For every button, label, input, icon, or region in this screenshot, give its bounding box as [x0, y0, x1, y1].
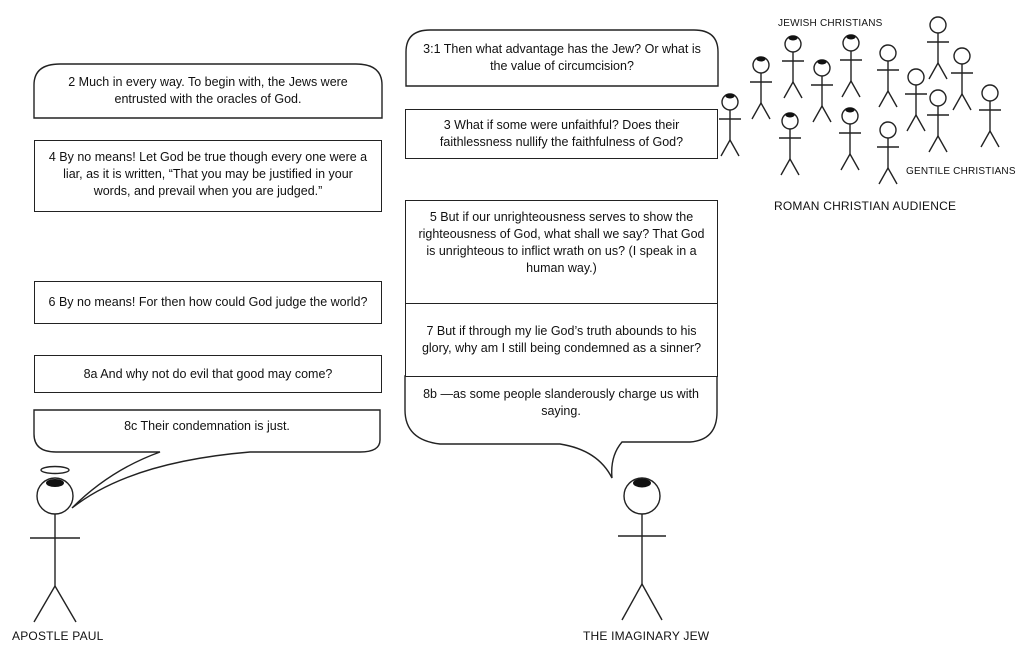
- audience-head: [907, 68, 925, 86]
- paul-line-2: 2 Much in every way. To begin with, the …: [68, 75, 348, 106]
- jew-line-7: 7 But if through my lie God’s truth abou…: [405, 303, 718, 377]
- audience-label: ROMAN CHRISTIAN AUDIENCE: [774, 199, 957, 213]
- jewish-christian-figure: [840, 34, 862, 98]
- paul-speech-tail: [33, 409, 381, 509]
- kippah-icon: [846, 34, 856, 40]
- jew-line-5: 5 But if our unrighteousness serves to s…: [405, 200, 718, 304]
- apostle-paul-label: APOSTLE PAUL: [12, 629, 104, 643]
- jewish-christian-figure: [782, 35, 804, 99]
- audience-head: [929, 89, 947, 107]
- jew-kippah-icon: [633, 478, 651, 488]
- kippah-icon: [725, 93, 735, 99]
- jewish-christian-figure: [750, 56, 772, 120]
- audience-figures: [719, 16, 1001, 185]
- jewish-christian-figure: [779, 112, 801, 176]
- gentile-christian-figure: [979, 84, 1001, 148]
- jew-line-3: 3 What if some were unfaithful? Does the…: [405, 109, 718, 159]
- gentile-christians-label: GENTILE CHRISTIANS: [906, 166, 1016, 177]
- jew-figure: [618, 477, 666, 621]
- paul-bubble-top-shape: [33, 63, 383, 119]
- halo-icon: [40, 465, 70, 475]
- audience-head: [981, 84, 999, 102]
- jewish-christian-figure: [839, 107, 861, 171]
- kippah-icon: [785, 112, 795, 118]
- jew-line-8b: 8b —as some people slanderously charge u…: [423, 387, 699, 418]
- gentile-christian-figure: [877, 44, 899, 108]
- paul-line-4: 4 By no means! Let God be true though ev…: [34, 140, 382, 212]
- paul-line-6: 6 By no means! For then how could God ju…: [34, 281, 382, 324]
- paul-line-8c: 8c Their condemnation is just.: [124, 419, 290, 433]
- jew-line-3-1: 3:1 Then what advantage has the Jew? Or …: [423, 42, 701, 73]
- jew-bubble-top-shape: [405, 29, 719, 87]
- jewish-christian-figure: [811, 59, 833, 123]
- audience-head: [953, 47, 971, 65]
- paul-line-8a: 8a And why not do evil that good may com…: [34, 355, 382, 393]
- kippah-icon: [845, 107, 855, 113]
- gentile-christian-figure: [905, 68, 927, 132]
- audience-head: [929, 16, 947, 34]
- kippah-icon: [788, 35, 798, 41]
- jewish-christian-figure: [719, 93, 741, 157]
- gentile-christian-figure: [927, 89, 949, 153]
- gentile-christian-figure: [951, 47, 973, 111]
- kippah-icon: [756, 56, 766, 62]
- paul-figure: [30, 465, 80, 623]
- imaginary-jew-label: THE IMAGINARY JEW: [583, 629, 710, 643]
- audience-head: [879, 121, 897, 139]
- jewish-christians-label: JEWISH CHRISTIANS: [778, 18, 883, 29]
- paul-hair: [46, 479, 64, 487]
- audience-head: [879, 44, 897, 62]
- kippah-icon: [817, 59, 827, 65]
- gentile-christian-figure: [877, 121, 899, 185]
- gentile-christian-figure: [927, 16, 949, 80]
- jew-speech-tail: [404, 375, 718, 479]
